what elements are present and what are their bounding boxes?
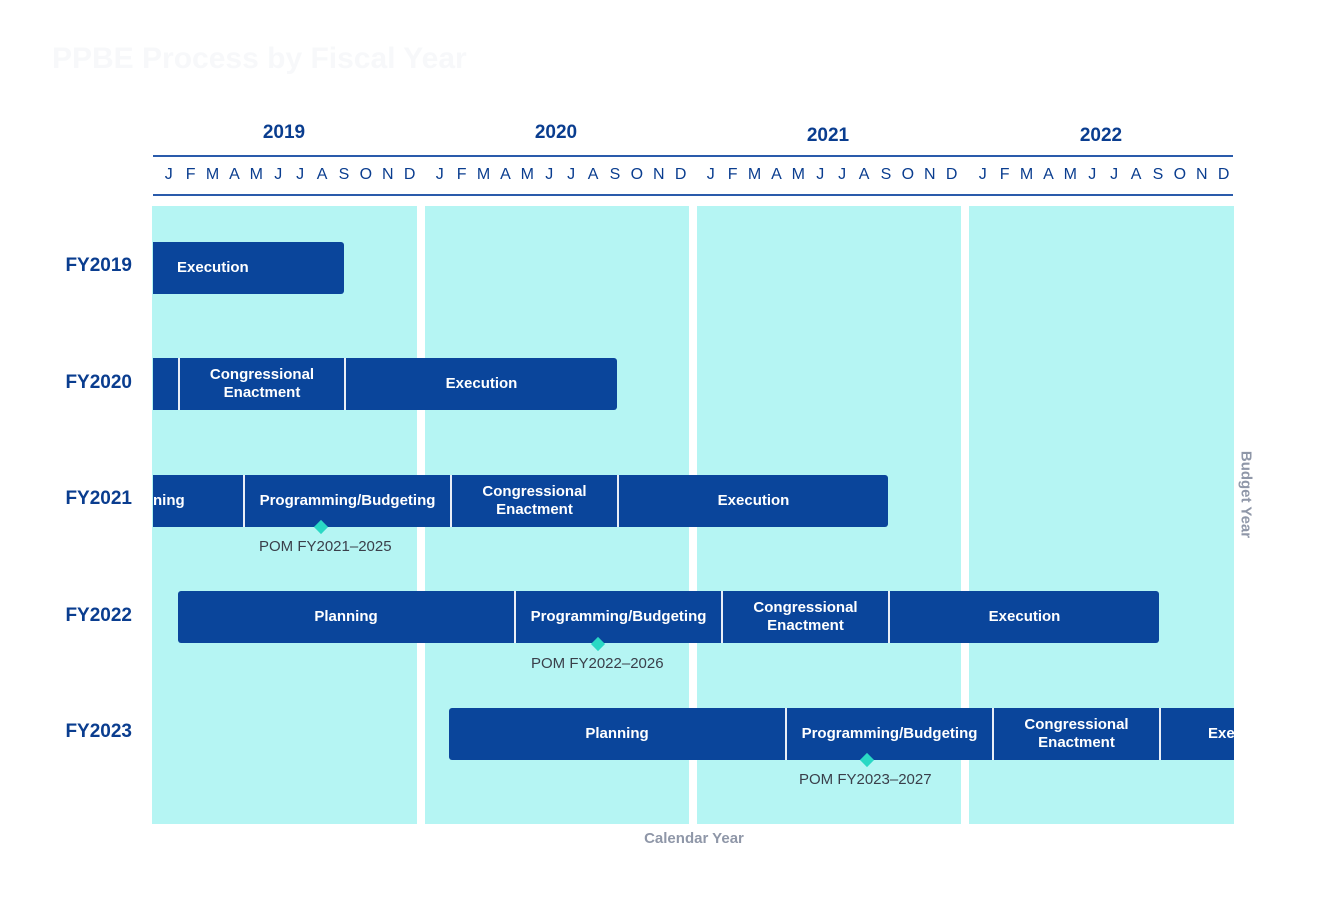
- month-label: A: [1043, 166, 1055, 183]
- month-label: J: [1088, 166, 1097, 183]
- month-label: J: [545, 166, 554, 183]
- month-label: D: [403, 166, 416, 183]
- header-rule-top: [153, 155, 1233, 157]
- month-label: J: [706, 166, 716, 183]
- pom-label-fy2022: POM FY2022–2026: [531, 655, 664, 672]
- month-label: M: [747, 166, 762, 183]
- month-label: F: [727, 166, 739, 183]
- month-label: N: [652, 166, 666, 183]
- bar-fy2020: Congressional Enactment Execution: [153, 358, 617, 410]
- bar-fy2023: Planning Programming/Budgeting Congressi…: [449, 708, 1234, 760]
- header-rule-bottom: [153, 194, 1233, 196]
- month-label: S: [609, 166, 621, 183]
- month-label: N: [923, 166, 937, 183]
- month-label: A: [229, 166, 241, 183]
- month-label: M: [791, 166, 806, 183]
- x-axis-label: Calendar Year: [644, 830, 744, 847]
- row-label-fy2019: FY2019: [65, 255, 132, 276]
- month-label: D: [1217, 166, 1230, 183]
- segment-clipped: [153, 358, 178, 410]
- month-label: O: [901, 166, 915, 183]
- month-label: M: [1019, 166, 1034, 183]
- segment-execution: Exe: [1159, 708, 1234, 760]
- month-label: F: [999, 166, 1011, 183]
- segment-congressional-enactment: Congressional Enactment: [992, 708, 1159, 760]
- year-label-2020: 2020: [534, 122, 578, 143]
- month-label: O: [1173, 166, 1187, 183]
- pom-label-fy2023: POM FY2023–2027: [799, 771, 932, 788]
- month-label: O: [359, 166, 373, 183]
- month-label: A: [858, 166, 870, 183]
- month-label: M: [476, 166, 491, 183]
- month-label: A: [1130, 166, 1142, 183]
- segment-execution: Execution: [888, 591, 1159, 643]
- month-label: A: [771, 166, 783, 183]
- month-label: J: [1110, 166, 1119, 183]
- year-label-2021: 2021: [806, 125, 850, 146]
- month-label: J: [838, 166, 847, 183]
- month-label: D: [945, 166, 958, 183]
- bar-fy2022: Planning Programming/Budgeting Congressi…: [178, 591, 1159, 643]
- month-label: A: [500, 166, 512, 183]
- year-label-2019: 2019: [262, 122, 306, 143]
- month-label: S: [338, 166, 350, 183]
- month-label: M: [520, 166, 535, 183]
- segment-congressional-enactment: Congressional Enactment: [721, 591, 888, 643]
- month-label: O: [630, 166, 644, 183]
- segment-execution: Execution: [617, 475, 888, 527]
- y-axis-label: Budget Year: [1237, 450, 1255, 539]
- month-label: J: [978, 166, 988, 183]
- page-title: PPBE Process by Fiscal Year: [52, 42, 467, 75]
- segment-execution: Execution: [344, 358, 617, 410]
- month-label: J: [816, 166, 825, 183]
- segment-planning: Planning: [585, 725, 649, 742]
- month-label: J: [435, 166, 445, 183]
- row-label-fy2023: FY2023: [65, 721, 132, 742]
- month-label: A: [316, 166, 328, 183]
- row-label-fy2021: FY2021: [65, 488, 132, 509]
- month-label: N: [1195, 166, 1209, 183]
- month-label: J: [567, 166, 576, 183]
- month-label: J: [164, 166, 174, 183]
- segment-planning: Planning: [314, 608, 378, 625]
- segment-programming-budgeting: Programming/Budgeting: [514, 591, 721, 643]
- month-label: M: [1063, 166, 1078, 183]
- bar-fy2019: Execution: [153, 242, 344, 294]
- month-label: S: [880, 166, 892, 183]
- month-label: J: [274, 166, 283, 183]
- month-label: A: [587, 166, 599, 183]
- month-label: J: [296, 166, 305, 183]
- row-label-fy2022: FY2022: [65, 605, 132, 626]
- month-label: D: [674, 166, 687, 183]
- year-label-2022: 2022: [1079, 125, 1123, 146]
- month-label: F: [185, 166, 197, 183]
- segment-execution: Execution: [177, 259, 249, 276]
- pom-label-fy2021: POM FY2021–2025: [259, 538, 392, 555]
- segment-programming-budgeting: Programming/Budgeting: [785, 708, 992, 760]
- month-label: M: [205, 166, 220, 183]
- segment-congressional-enactment: Congressional Enactment: [450, 475, 617, 527]
- segment-planning: ning: [153, 492, 185, 509]
- segment-congressional-enactment: Congressional Enactment: [178, 358, 344, 410]
- month-label: N: [381, 166, 395, 183]
- segment-programming-budgeting: Programming/Budgeting: [243, 475, 450, 527]
- month-label: F: [456, 166, 468, 183]
- row-label-fy2020: FY2020: [65, 372, 132, 393]
- bar-fy2021: ning Programming/Budgeting Congressional…: [153, 475, 888, 527]
- month-label: M: [249, 166, 264, 183]
- month-label: S: [1152, 166, 1164, 183]
